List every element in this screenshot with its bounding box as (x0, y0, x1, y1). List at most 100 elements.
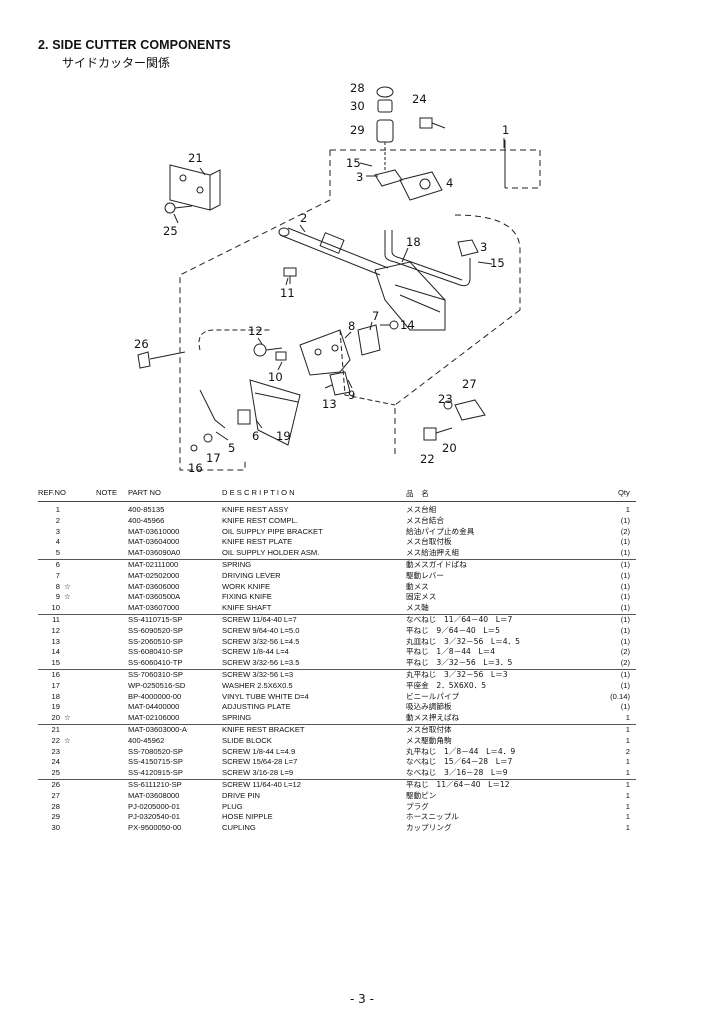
callout-18: 18 (406, 235, 421, 249)
note-cell: ☆ (64, 581, 71, 591)
description-cell: SCREW 15/64-28 L=7 (222, 757, 298, 767)
callout-11: 11 (280, 286, 295, 300)
callout-2: 2 (300, 211, 307, 225)
description-cell: SCREW 3/32-56 L=3 (222, 669, 294, 679)
header-qty: Qty (618, 488, 630, 497)
description-cell: DRIVING LEVER (222, 570, 281, 580)
description-cell: PLUG (222, 801, 243, 811)
description-cell: KNIFE SHAFT (222, 603, 272, 613)
ref-no-cell: 28 (51, 801, 60, 811)
callout-5: 5 (228, 441, 235, 455)
callout-3b: 3 (480, 240, 487, 254)
callout-29: 29 (350, 123, 365, 137)
callout-20: 20 (442, 441, 457, 455)
callout-4: 4 (446, 176, 453, 190)
qty-cell: (1) (620, 669, 630, 679)
callout-27: 27 (462, 377, 477, 391)
callout-24: 24 (412, 92, 427, 106)
japanese-name-cell: 平ねじ 11／64－40 L＝12 (406, 779, 510, 789)
qty-cell: (1) (620, 592, 630, 602)
callout-19: 19 (276, 429, 291, 443)
part-no-cell: MAT-03606000 (128, 581, 180, 591)
qty-cell: 1 (625, 801, 630, 811)
header-description: D E S C R I P T I O N (222, 488, 295, 497)
part-no-cell: SS-7080520-SP (128, 746, 183, 756)
part-no-cell: MAT-03607000 (128, 603, 180, 613)
part-no-cell: 400-45962 (128, 735, 165, 745)
ref-no-cell: 14 (51, 647, 60, 657)
japanese-name-cell: 駆動ピン (406, 790, 437, 800)
callout-28: 28 (350, 81, 365, 95)
part-no-cell: SS-2060510-SP (128, 636, 183, 646)
note-cell: ☆ (64, 735, 71, 745)
ref-no-cell: 30 (51, 823, 60, 833)
part-no-cell: MAT-03603000-A (128, 724, 187, 734)
ref-no-cell: 9 (55, 592, 60, 602)
ref-no-cell: 23 (51, 746, 60, 756)
ref-no-cell: 13 (51, 636, 60, 646)
part-no-cell: MAT-02106000 (128, 713, 180, 723)
japanese-name-cell: メス台取付板 (406, 537, 452, 547)
callout-22: 22 (420, 452, 435, 466)
japanese-name-cell: 吸込み調節板 (406, 702, 452, 712)
qty-cell: (1) (620, 515, 630, 525)
japanese-name-cell: メス給油押え組 (406, 548, 460, 558)
callout-15a: 15 (346, 156, 361, 170)
description-cell: CUPLING (222, 823, 256, 833)
part-no-cell: PJ-0205000-01 (128, 801, 180, 811)
ref-no-cell: 2 (55, 515, 60, 525)
description-cell: KNIFE REST BRACKET (222, 724, 305, 734)
japanese-name-cell: ビニールパイプ (406, 691, 460, 701)
part-no-cell: MAT-02111000 (128, 559, 179, 569)
description-cell: KNIFE REST PLATE (222, 537, 293, 547)
callout-26: 26 (134, 337, 149, 351)
japanese-name-cell: 固定メス (406, 592, 437, 602)
ref-no-cell: 3 (55, 526, 60, 536)
japanese-name-cell: 給油パイプ止め金具 (406, 526, 475, 536)
japanese-name-cell: なべねじ 11／64－40 L＝7 (406, 614, 513, 624)
qty-cell: (1) (620, 581, 630, 591)
ref-no-cell: 12 (51, 625, 60, 635)
part-no-cell: MAT-03604000 (128, 537, 180, 547)
japanese-name-cell: メス軸 (406, 603, 429, 613)
description-cell: SPRING (222, 713, 252, 723)
description-cell: VINYL TUBE WHITE D=4 (222, 691, 309, 701)
part-no-cell: 400-85135 (128, 505, 165, 514)
qty-cell: (2) (620, 526, 630, 536)
header-japanese-name: 品 名 (406, 489, 429, 498)
qty-cell: 2 (625, 746, 630, 756)
japanese-name-cell: メス台結合 (406, 515, 444, 525)
qty-cell: 1 (625, 724, 630, 734)
japanese-name-cell: メス駆動角駒 (406, 735, 452, 745)
part-no-cell: MAT-03610000 (128, 526, 180, 536)
header-part-no: PART NO (128, 488, 161, 497)
ref-no-cell: 27 (51, 790, 60, 800)
japanese-name-cell: メス台取付体 (406, 724, 452, 734)
description-cell: FIXING KNIFE (222, 592, 272, 602)
description-cell: HOSE NIPPLE (222, 812, 273, 822)
page-number: - 3 - (350, 992, 374, 1006)
callout-13: 13 (322, 397, 337, 411)
ref-no-cell: 29 (51, 812, 60, 822)
part-no-cell: SS-7060310-SP (128, 669, 183, 679)
qty-cell: 1 (625, 790, 630, 800)
qty-cell: (1) (620, 537, 630, 547)
callout-7: 7 (372, 309, 379, 323)
header-note: NOTE (96, 488, 118, 497)
qty-cell: 1 (625, 823, 630, 833)
callout-3a: 3 (356, 170, 363, 184)
description-cell: OIL SUPPLY HOLDER ASM. (222, 548, 320, 558)
qty-cell: 1 (625, 768, 630, 778)
description-cell: SCREW 11/64-40 L=7 (222, 614, 297, 624)
